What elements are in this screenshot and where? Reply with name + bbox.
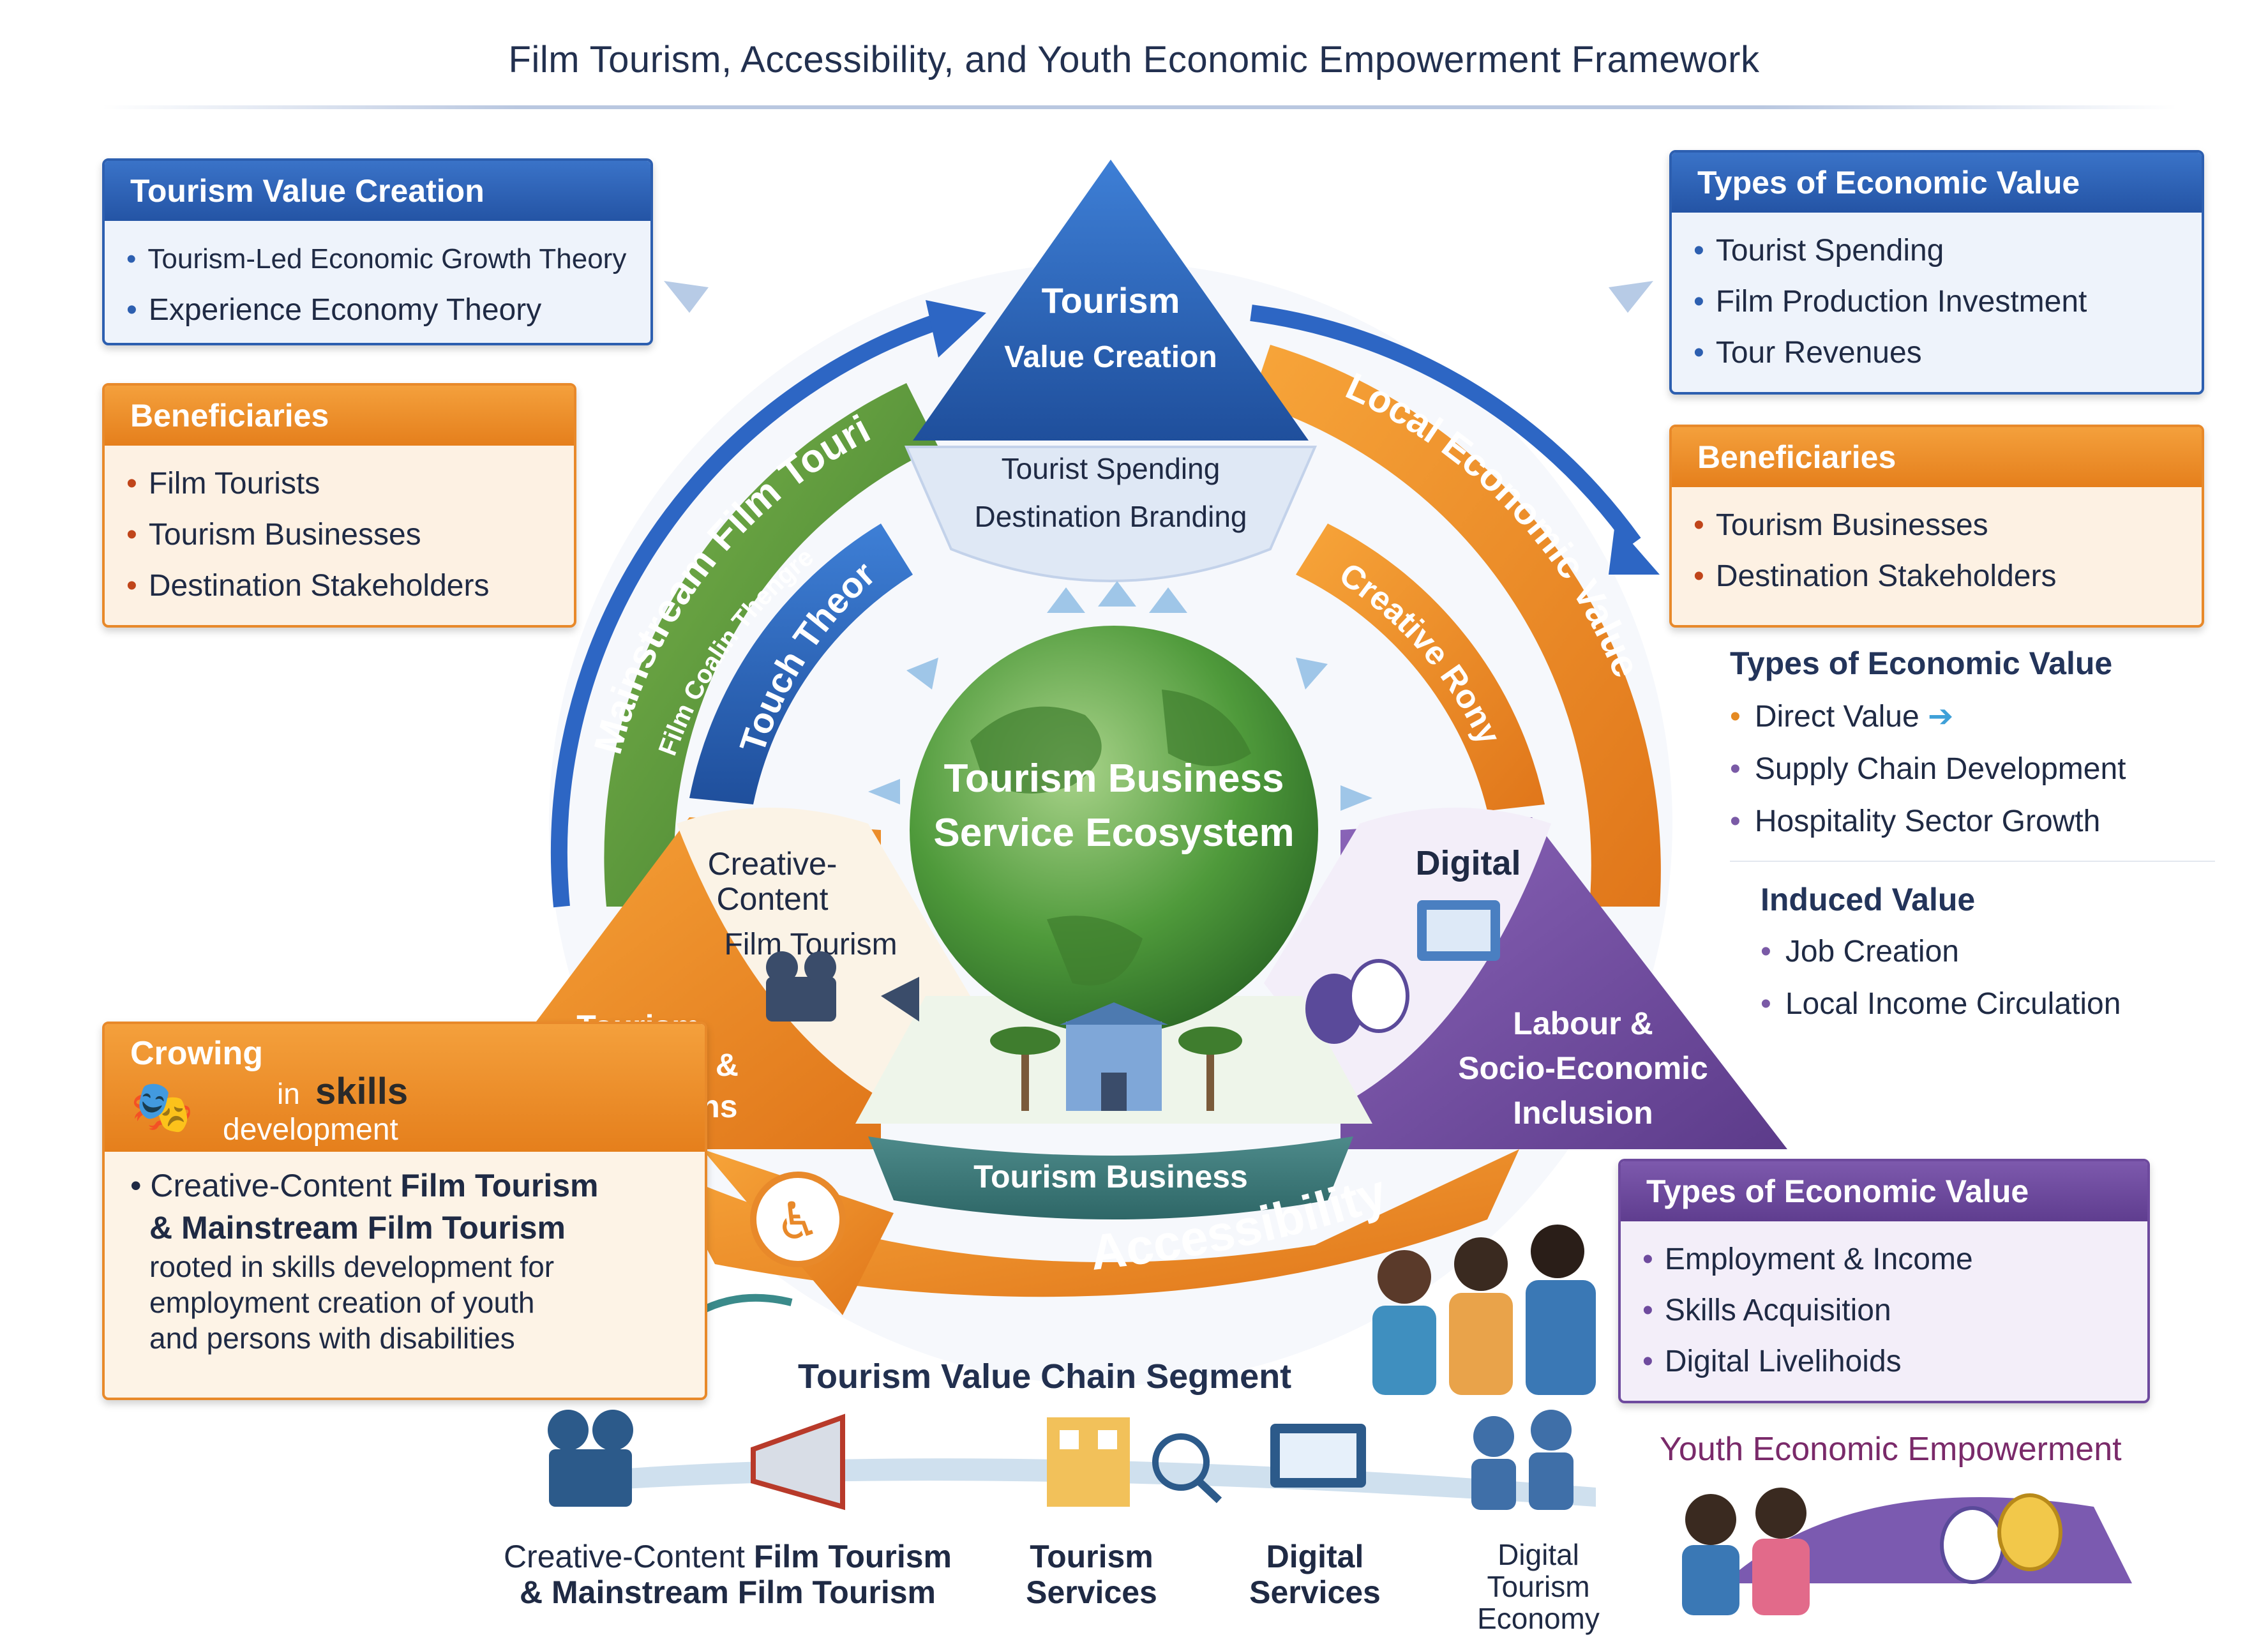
skills-box-header: Crowing 🎭 in skills development bbox=[105, 1024, 705, 1152]
inner-left-l1: Creative- bbox=[708, 846, 837, 882]
box-header: Beneficiaries bbox=[1672, 427, 2202, 487]
list-item: Tour Revenues bbox=[1693, 328, 2182, 379]
list-item: Tourism Businesses bbox=[126, 509, 555, 561]
skills-body-1: rooted in skills development for bbox=[149, 1250, 555, 1283]
globe-title-2: Service Ecosystem bbox=[933, 811, 1294, 855]
wheelchair-icon-bg bbox=[750, 1172, 846, 1267]
skills-header-l1: Crowing bbox=[130, 1035, 263, 1072]
blue-band bbox=[689, 524, 913, 804]
list-item: Direct Value ➔ bbox=[1730, 691, 2215, 743]
top-triangle-subtitle: Value Creation bbox=[1004, 340, 1217, 374]
list-item: Tourism-Led Economic Growth Theory bbox=[126, 234, 631, 285]
arrow-right-icon: ➔ bbox=[1928, 700, 1954, 734]
list-item: Destination Stakeholders bbox=[126, 561, 555, 612]
list-item: Hospitality Sector Growth bbox=[1730, 796, 2215, 848]
digital-services-icon bbox=[1270, 1424, 1366, 1488]
top-bullet-2: Destination Branding bbox=[974, 500, 1247, 533]
blue-outer-arc bbox=[551, 311, 948, 908]
tourism-services-icon bbox=[1047, 1417, 1222, 1507]
blue-arc-arrowhead bbox=[926, 300, 986, 358]
hotel-building-icon bbox=[1060, 1002, 1168, 1111]
orange-inner-band bbox=[1296, 524, 1545, 811]
inner-left-l2: Content bbox=[716, 881, 828, 917]
skills-body-2: employment creation of youth bbox=[149, 1286, 535, 1319]
beneficiaries-left-box: Beneficiaries Film Tourists Tourism Busi… bbox=[102, 383, 576, 628]
tourism-business-banner-label: Tourism Business bbox=[973, 1159, 1248, 1195]
top-triangle-sub-panel bbox=[904, 446, 1318, 582]
list-item: Tourism Businesses bbox=[1693, 500, 2182, 551]
youth-people-illustration bbox=[1372, 1225, 1596, 1395]
skills-body-3: and persons with disabilities bbox=[149, 1322, 515, 1355]
list-item: Film Tourists bbox=[126, 458, 555, 509]
arrow-to-tl-box bbox=[664, 281, 709, 313]
orange-outer-band bbox=[1251, 345, 1661, 907]
box-header: Tourism Value Creation bbox=[105, 161, 650, 221]
comedy-tragedy-masks-icon bbox=[1940, 1493, 2062, 1584]
skills-header-l4: development bbox=[223, 1113, 398, 1147]
blue-right-arc bbox=[1250, 305, 1641, 548]
list-item: Destination Stakeholders bbox=[1693, 551, 2182, 602]
right-triangle-l1: Labour & bbox=[1513, 1006, 1653, 1041]
film-camera-chain-icon bbox=[548, 1410, 633, 1507]
list-item: Film Production Investment bbox=[1693, 276, 2182, 328]
section-title: Induced Value bbox=[1761, 882, 1976, 917]
digital-economy-people-icon bbox=[1471, 1410, 1573, 1510]
types-of-economic-value-bottom-box: Types of Economic Value Employment & Inc… bbox=[1618, 1159, 2150, 1403]
list-item: Tourist Spending bbox=[1693, 225, 2182, 276]
film-camera-icon bbox=[766, 951, 919, 1022]
skills-header-l2: in bbox=[277, 1077, 300, 1110]
tourism-business-banner bbox=[868, 1136, 1353, 1219]
top-bullet-1: Tourist Spending bbox=[1002, 452, 1220, 485]
list-item: Supply Chain Development bbox=[1730, 743, 2215, 796]
box-header: Beneficiaries bbox=[105, 386, 574, 446]
megaphone-icon bbox=[751, 1414, 845, 1511]
list-item: Digital Livelihoids bbox=[1642, 1336, 2128, 1387]
youth-empowerment-title: Youth Economic Empowerment bbox=[1660, 1431, 2122, 1468]
skills-line-1: • Creative-Content Film Tourism bbox=[130, 1168, 599, 1203]
palm-tree-icon bbox=[990, 1027, 1242, 1111]
top-triangle-title: Tourism bbox=[1042, 280, 1180, 321]
skills-header-l3: skills bbox=[315, 1071, 409, 1112]
page-title: Film Tourism, Accessibility, and Youth E… bbox=[508, 39, 1760, 80]
list-item: Job Creation bbox=[1761, 926, 2215, 978]
economic-value-types-section: Types of Economic Value Direct Value ➔ S… bbox=[1730, 645, 2215, 1030]
theatre-masks-icon bbox=[1305, 959, 1409, 1044]
digital-screen-icon bbox=[1417, 900, 1500, 961]
value-chain-title: Tourism Value Chain Segment bbox=[798, 1357, 1292, 1396]
blue-right-arrowhead bbox=[1609, 524, 1660, 575]
list-item: Local Income Circulation bbox=[1761, 978, 2215, 1030]
theatre-masks-icon: 🎭 bbox=[130, 1078, 194, 1135]
skills-line-2: & Mainstream Film Tourism bbox=[149, 1210, 566, 1246]
tourism-value-creation-box: Tourism Value Creation Tourism-Led Econo… bbox=[102, 158, 653, 345]
right-triangle-l2: Socio-Economic bbox=[1458, 1050, 1708, 1086]
youth-empowerment-people bbox=[1682, 1488, 1810, 1615]
top-triangle bbox=[913, 160, 1309, 441]
accessibility-band bbox=[664, 1149, 1519, 1297]
globe-title-1: Tourism Business bbox=[944, 757, 1284, 801]
right-triangle-l3: Inclusion bbox=[1513, 1095, 1653, 1131]
list-item: Employment & Income bbox=[1642, 1234, 2128, 1285]
list-item: Skills Acquisition bbox=[1642, 1285, 2128, 1336]
types-of-economic-value-top-box: Types of Economic Value Tourist Spending… bbox=[1669, 150, 2204, 395]
globe-arrows bbox=[868, 581, 1372, 811]
list-item: Experience Economy Theory bbox=[126, 285, 631, 336]
divider bbox=[1730, 861, 2215, 862]
beneficiaries-right-box: Beneficiaries Tourism Businesses Destina… bbox=[1669, 425, 2204, 628]
box-header: Types of Economic Value bbox=[1621, 1161, 2147, 1221]
green-band bbox=[604, 383, 938, 907]
section-title: Types of Economic Value bbox=[1730, 645, 2113, 681]
title-divider bbox=[102, 105, 2177, 109]
arrow-to-tr-box bbox=[1609, 281, 1653, 313]
skills-development-box: Crowing 🎭 in skills development • Creati… bbox=[102, 1022, 707, 1400]
box-header: Types of Economic Value bbox=[1672, 153, 2202, 213]
wheelchair-icon: ♿ bbox=[775, 1193, 821, 1249]
inner-right-label: Digital bbox=[1415, 844, 1521, 882]
chain-label-film-tourism: Creative-Content Film Tourism & Mainstre… bbox=[503, 1539, 952, 1610]
